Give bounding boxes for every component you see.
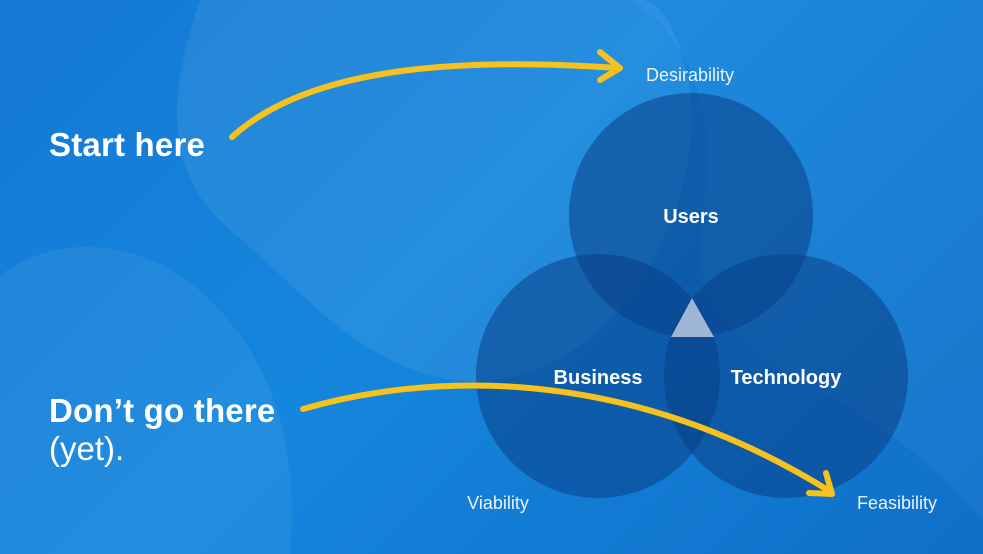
viability-label: Viability bbox=[467, 493, 529, 513]
arrow-to-desirability bbox=[229, 61, 620, 140]
background-blob-bottom bbox=[0, 247, 292, 554]
desirability-label: Desirability bbox=[645, 65, 735, 85]
arrow-to-feasibility bbox=[300, 382, 834, 495]
business-circle bbox=[476, 254, 720, 498]
center-triangle bbox=[671, 298, 714, 337]
start-here-text: Start here bbox=[49, 126, 206, 163]
arrow-to-feasibility-head bbox=[806, 470, 835, 497]
feasibility-label: Feasibility bbox=[856, 493, 938, 513]
arrow-to-desirability-head bbox=[597, 49, 623, 83]
users-label: Users bbox=[663, 206, 719, 228]
dont-go-there-text: Don’t go there bbox=[49, 392, 276, 429]
technology-label: Technology bbox=[730, 367, 842, 389]
yet-text: (yet). bbox=[49, 430, 125, 467]
business-label: Business bbox=[553, 367, 643, 389]
